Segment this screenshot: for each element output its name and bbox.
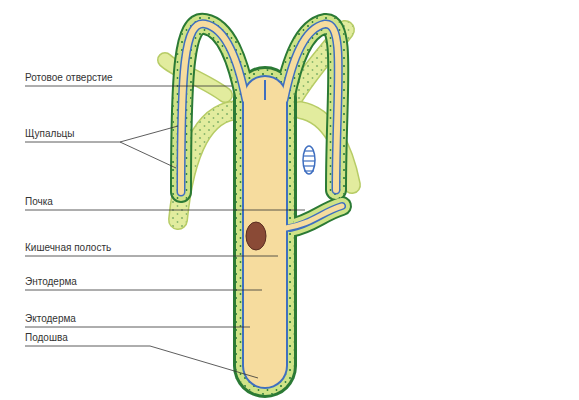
part-label: Почка [25, 196, 53, 208]
part-label: Щупальцы [25, 128, 75, 140]
leader-lines [25, 86, 305, 378]
part-label: Энтодерма [25, 276, 77, 288]
part-label: Эктодерма [25, 313, 76, 325]
part-label: Ротовое отверстие [25, 72, 113, 84]
part-label: Подошва [25, 332, 68, 344]
part-label: Кишечная полость [25, 242, 111, 254]
